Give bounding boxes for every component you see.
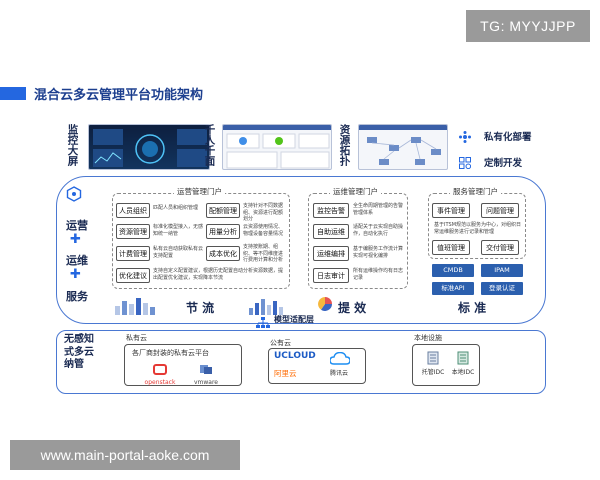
bottom-side-label: 无感知式多云纳管 (64, 334, 94, 370)
watermark-bottom: www.main-portal-aoke.com (10, 440, 240, 470)
server-icon (457, 351, 469, 365)
watermark-top: TG: MYYJJPP (466, 10, 590, 42)
vmware-text: vmware (193, 379, 218, 386)
ops-item-resource: 资源管理 (116, 224, 150, 239)
service-item-oncall: 值班管理 (432, 240, 470, 255)
feature-private-deployment: 私有化部署 (484, 132, 532, 143)
topology-graphic (359, 125, 447, 165)
feature-label-personalized: 千人千面 (203, 124, 216, 166)
ops-item-resource-desc: 标准化模型接入，无感知统一纳管 (153, 224, 204, 237)
public-cloud-title: 公有云 (270, 339, 291, 347)
side-label-service: 服务 (66, 290, 88, 303)
ops-item-optimize: 优化建议 (116, 268, 150, 283)
plus-icon: ✚ (70, 267, 81, 282)
maint-portal-title: 运维管理门户 (330, 186, 381, 197)
service-item-delivery: 交付管理 (481, 240, 519, 255)
ops-mini-chart (114, 294, 164, 316)
ops-item-billing: 计费管理 (116, 246, 150, 261)
side-label-operation: 运营 (66, 219, 88, 232)
maint-item-alarm-desc: 全生命周期管理的告警管理体系 (353, 203, 404, 216)
ucloud-logo: UCLOUD (274, 351, 316, 361)
deployment-icon (459, 128, 471, 143)
feature-label-topology: 资源拓扑 (338, 124, 351, 166)
aliyun-logo: 阿里云 (274, 369, 297, 378)
ops-portal-title: 运营管理门户 (174, 186, 225, 197)
local-idc-item: 本地IDC (450, 350, 476, 382)
local-infra-box (412, 344, 480, 386)
maint-item-orchestration-desc: 基于编服务工作流计算实现可视化编排 (353, 246, 404, 259)
ops-item-org: 人员组织 (116, 203, 150, 218)
private-cloud-title: 私有云 (126, 334, 147, 342)
local-infra-title: 本地设施 (414, 334, 442, 342)
monitor-screen-graphic (93, 129, 207, 167)
tencent-cloud-icon (329, 350, 351, 365)
maint-item-self-service: 自助运维 (313, 224, 349, 239)
maint-item-orchestration: 运维编排 (313, 246, 349, 261)
service-portal-title: 服务管理门户 (450, 186, 501, 197)
hexagon-network-icon (66, 186, 82, 202)
hosted-idc-label: 托管IDC (421, 369, 445, 376)
ops-portal-footer: 节 流 (186, 301, 215, 315)
chip-standard-api: 标准API (432, 282, 474, 295)
ops-item-usage-desc: 云资源使用情况、物理设备容量情况 (243, 224, 284, 237)
topology-thumbnail (358, 124, 448, 170)
personalized-dashboard-graphic (223, 125, 331, 169)
openstack-text: openstack (144, 379, 176, 386)
service-portal-desc: 基于ITSM规范以服务为中心，对组织日常运维服务进行记录和管理 (434, 222, 522, 235)
private-cloud-box (124, 344, 242, 386)
ops-item-quota-desc: 支持针对不同数据组、资源进行配额划分 (243, 203, 284, 222)
maint-item-log-audit-desc: 所有运维操作均有日志记录 (353, 268, 404, 281)
title-accent-bar (0, 87, 26, 100)
ops-item-cost: 成本优化 (206, 246, 240, 261)
monitor-screen-thumbnail (88, 124, 210, 170)
feature-label-monitor: 监控大屏 (66, 124, 79, 166)
ops-item-cost-desc: 支持按账期、组织、等不同维度进行费用计算和分析 (243, 244, 284, 263)
ops-item-optimize-desc: 支持自定义配置建议，根据历史配置自动分析资源数据，提出配置优化建议，实现降本节流 (153, 268, 284, 281)
private-cloud-caption: 各厂商封装的私有云平台 (132, 349, 209, 357)
ops-item-org-desc: 匹配人员和组织管理 (153, 205, 199, 211)
chip-ipam: IPAM (481, 264, 523, 277)
public-cloud-box (268, 348, 366, 384)
side-label-maintenance: 运维 (66, 254, 88, 267)
maint-item-alarm: 监控告警 (313, 203, 349, 218)
maint-item-log-audit: 日志审计 (313, 268, 349, 283)
openstack-logo: openstack (140, 360, 180, 386)
maint-portal-footer: 提 效 (338, 301, 367, 315)
service-item-event: 事件管理 (432, 203, 470, 218)
custom-dev-icon (459, 154, 472, 170)
service-item-problem: 问题管理 (481, 203, 519, 218)
ops-item-billing-desc: 私有云自动获取私有云支持配置 (153, 246, 204, 259)
local-idc-label: 本地IDC (451, 369, 475, 376)
ops-item-usage: 用量分析 (206, 224, 240, 239)
plus-icon: ✚ (70, 232, 81, 247)
chip-login-auth: 登录认证 (481, 282, 523, 295)
vmware-logo: vmware (186, 360, 226, 386)
personalized-dashboard-thumbnail (222, 124, 332, 170)
adapter-layer-label: 模型适配层 (274, 315, 314, 324)
service-portal-footer: 标 准 (458, 301, 487, 315)
feature-custom-development: 定制开发 (484, 158, 523, 169)
page-title: 混合云多云管理平台功能架构 (34, 88, 204, 103)
maint-item-self-service-desc: 适配关于云实现自助操作，自动化执行 (353, 224, 404, 237)
tencent-cloud-text: 腾讯云 (330, 370, 349, 377)
ops-item-quota: 配额管理 (206, 203, 240, 218)
hosted-idc-item: 托管IDC (420, 350, 446, 382)
pie-chart-icon (318, 296, 332, 311)
server-icon (427, 351, 439, 365)
ops-mini-chart-2 (248, 294, 292, 316)
adapter-network-icon (256, 314, 270, 328)
chip-cmdb: CMDB (432, 264, 474, 277)
